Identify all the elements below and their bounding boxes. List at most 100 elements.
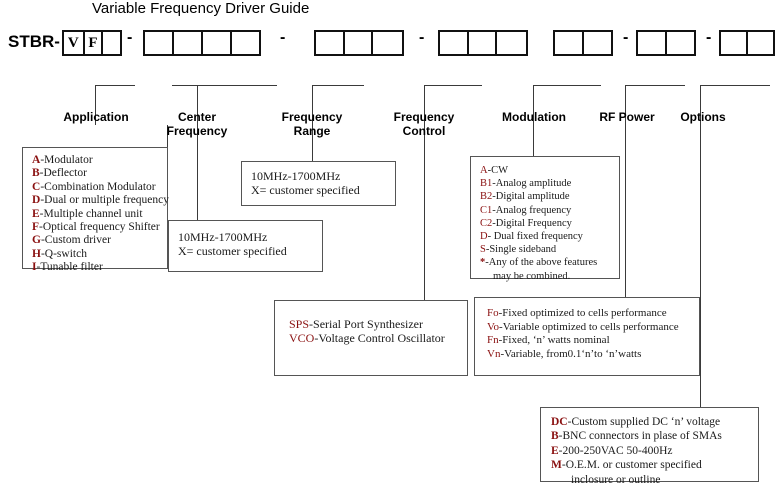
leader-hline-rf-power <box>625 85 685 86</box>
item-code: Vo <box>487 320 500 333</box>
item-code: B1 <box>480 178 493 190</box>
item-code: H <box>32 247 41 260</box>
item-code: SPS <box>289 317 310 331</box>
code-cell-rf-1[interactable] <box>638 32 667 54</box>
separator-3: - <box>419 29 425 46</box>
list-item: C2-Digital Frequency <box>480 217 611 230</box>
item-code: B <box>551 430 559 443</box>
list-item: Vo-Variable optimized to cells performan… <box>487 321 691 335</box>
frequency-range-custom-text: X= customer specified <box>251 183 360 197</box>
list-item: A-Modulator <box>32 154 159 167</box>
item-text: -Optical frequency Shifter <box>39 221 160 234</box>
list-item: Vn-Variable, from0.1‘n’to ‘n’watts <box>487 348 691 362</box>
list-item: B-BNC connectors in plase of SMAs <box>551 429 750 443</box>
separator-1: - <box>127 29 133 46</box>
item-code: S <box>480 244 486 256</box>
item-text: -Variable optimized to cells performance <box>499 320 679 333</box>
code-cell-cf-1[interactable] <box>145 32 174 54</box>
list-item: VCO-Voltage Control Oscillator <box>289 331 459 345</box>
item-code: D <box>32 194 41 207</box>
leader-hline-frequency-control <box>424 85 482 86</box>
item-code: E <box>32 207 40 220</box>
item-code: A <box>32 154 41 166</box>
options-code-group[interactable] <box>719 30 775 56</box>
item-text: -Tunable filter <box>36 261 103 274</box>
item-text: -Single sideband <box>485 244 557 256</box>
item-text: -Variable, from0.1‘n’to ‘n’watts <box>500 347 642 360</box>
code-cell-opt-2[interactable] <box>748 32 773 54</box>
center-frequency-code-group[interactable] <box>143 30 261 56</box>
item-code: DC <box>551 416 568 428</box>
rf-power-detail-box: Fo-Fixed optimized to cells performance … <box>474 297 700 376</box>
item-code: C <box>32 180 41 193</box>
list-item: E-200-250VAC 50-400Hz <box>551 444 750 458</box>
item-code: Vn <box>487 347 501 360</box>
leader-vline-frequency-range <box>312 85 313 161</box>
item-text: -Modulator <box>40 154 93 166</box>
item-code: E <box>551 444 559 457</box>
category-label-frequency-control: Frequency Control <box>393 110 455 138</box>
code-cell-fr-3[interactable] <box>373 32 402 54</box>
leader-hline-frequency-range <box>312 85 364 86</box>
application-code-group[interactable]: V F <box>62 30 122 56</box>
list-item: C1-Analog frequency <box>480 204 611 217</box>
list-item: Fn-Fixed, ‘n’ watts nominal <box>487 334 691 348</box>
list-item: D- Dual fixed frequency <box>480 230 611 243</box>
application-detail-box: A-Modulator B-Deflector C-Combination Mo… <box>22 147 169 273</box>
modulation-detail-box: A-CW B1-Analog amplitude B2-Digital ampl… <box>470 156 620 282</box>
code-cell-mod-1[interactable] <box>555 32 584 54</box>
list-item: D-Dual or multiple frequency <box>32 194 169 207</box>
item-code: C2 <box>480 217 493 229</box>
separator-2: - <box>280 29 286 46</box>
code-cell-cf-2[interactable] <box>174 32 203 54</box>
rf-power-code-group[interactable] <box>636 30 696 56</box>
list-item: H-Q-switch <box>32 248 159 261</box>
list-item: DC-Custom supplied DC ‘n’ voltage <box>551 415 750 429</box>
list-item: I-Tunable filter <box>32 261 159 274</box>
code-cell-cf-3[interactable] <box>203 32 232 54</box>
category-label-rf-power: RF Power <box>599 110 655 124</box>
item-text: -Any of the above features <box>485 257 598 269</box>
code-cell-cf-4[interactable] <box>232 32 259 54</box>
item-text: -Fixed optimized to cells performance <box>498 307 667 319</box>
code-cell-fc-1[interactable] <box>440 32 469 54</box>
code-cell-fc-3[interactable] <box>497 32 526 54</box>
leader-vline-center-frequency <box>197 85 198 220</box>
item-text: -BNC connectors in plase of SMAs <box>558 430 722 443</box>
item-code: I <box>32 261 37 274</box>
item-text: -Serial Port Synthesizer <box>309 317 424 331</box>
item-text: -Multiple channel unit <box>39 207 143 220</box>
item-text: -CW <box>487 165 509 176</box>
list-item: E-Multiple channel unit <box>32 208 159 221</box>
code-cell-fr-2[interactable] <box>345 32 374 54</box>
list-item-continuation: inclosure or outline <box>571 473 661 486</box>
category-label-center-frequency: Center Frequency <box>166 110 228 138</box>
item-text: -Combination Modulator <box>40 180 156 193</box>
item-text: -200-250VAC 50-400Hz <box>558 444 673 457</box>
frequency-range-code-group[interactable] <box>314 30 404 56</box>
center-frequency-detail-box: 10MHz-1700MHz X= customer specified <box>168 220 323 272</box>
leader-hline-application <box>95 85 135 86</box>
modulation-code-group[interactable] <box>553 30 613 56</box>
item-text: - Dual fixed frequency <box>487 231 583 243</box>
code-cell-fc-2[interactable] <box>469 32 498 54</box>
code-cell-f[interactable]: F <box>85 32 104 54</box>
item-code: VCO <box>289 331 315 345</box>
item-text: -Deflector <box>39 167 87 180</box>
code-cell-fr-1[interactable] <box>316 32 345 54</box>
leader-vline-rf-power <box>625 85 626 297</box>
frequency-control-code-group[interactable] <box>438 30 528 56</box>
item-code: C1 <box>480 204 493 216</box>
code-cell-rf-2[interactable] <box>667 32 694 54</box>
item-code: M <box>551 459 562 472</box>
code-cell-opt-1[interactable] <box>721 32 748 54</box>
list-item-continuation: may be combined. <box>493 270 571 282</box>
code-cell-mod-2[interactable] <box>584 32 611 54</box>
category-label-application: Application <box>63 110 129 124</box>
center-frequency-range-text: 10MHz-1700MHz <box>178 230 268 244</box>
category-label-frequency-range: Frequency Range <box>281 110 343 138</box>
code-cell-application[interactable] <box>103 32 120 54</box>
item-code: D <box>480 231 488 243</box>
code-cell-v[interactable]: V <box>64 32 85 54</box>
